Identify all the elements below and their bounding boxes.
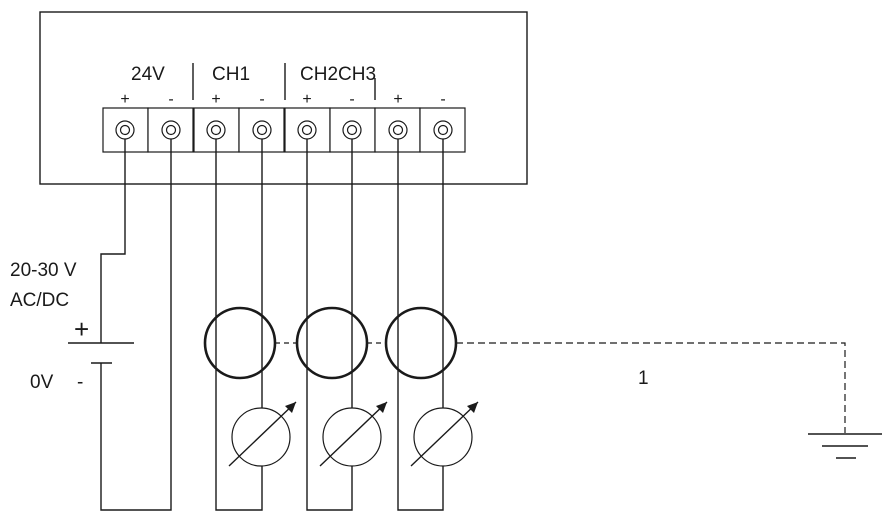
terminal-screw-6-hole — [346, 124, 358, 136]
terminal-screw-3-hole — [210, 124, 222, 136]
supply-minus-wire — [100, 139, 172, 511]
terminal-sign-4: - — [259, 91, 264, 108]
label-plus: + — [74, 314, 89, 344]
label-shield-ref: 1 — [638, 368, 649, 389]
terminal-block — [102, 107, 466, 153]
terminal-screw-8-hole — [437, 124, 449, 136]
terminal-screw-2-hole — [165, 124, 177, 136]
ch3-loop-wire — [397, 139, 444, 511]
terminal-screw-4-hole — [256, 124, 268, 136]
ground-icon — [808, 433, 882, 459]
terminal-sign-6: - — [349, 91, 354, 108]
label-24v: 24V — [131, 64, 165, 85]
terminal-sign-2: - — [168, 91, 173, 108]
terminal-signs: + - + - + - + - — [120, 91, 445, 108]
sensor-icon-ch3 — [410, 401, 479, 467]
label-minus: - — [77, 372, 83, 393]
sensor-icon-ch2 — [319, 401, 388, 467]
terminal-sign-7: + — [393, 91, 402, 108]
terminal-sign-8: - — [440, 91, 445, 108]
shield-ground-wire — [456, 342, 846, 433]
terminal-screw-5-hole — [301, 124, 313, 136]
terminal-sign-3: + — [211, 91, 220, 108]
label-supply-voltage: 20-30 V — [10, 260, 77, 281]
label-ch1: CH1 — [212, 64, 250, 85]
supply-plus-wire — [100, 139, 126, 343]
shield-circle-ch3 — [384, 306, 458, 380]
label-supply-type: AC/DC — [10, 290, 69, 311]
terminal-screw-7-hole — [392, 124, 404, 136]
terminal-sign-5: + — [302, 91, 311, 108]
sensor-icon-ch1 — [228, 401, 297, 467]
ch2-loop-wire — [306, 139, 353, 511]
label-zero-volt: 0V — [30, 372, 54, 393]
terminal-sign-1: + — [120, 91, 129, 108]
ch1-loop-wire — [215, 139, 263, 511]
label-ch2ch3: CH2CH3 — [300, 64, 376, 85]
module-housing — [39, 11, 528, 185]
terminal-screw-1-hole — [119, 124, 131, 136]
